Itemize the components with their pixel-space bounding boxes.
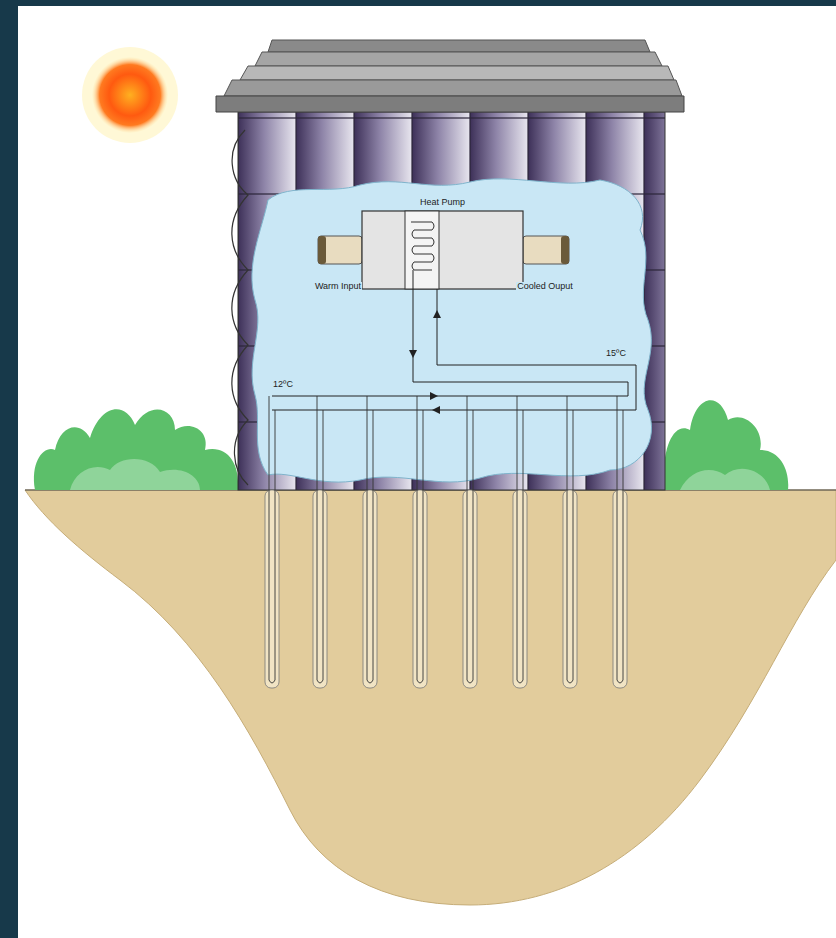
temperature-label: 12ºC bbox=[272, 380, 294, 390]
borehole bbox=[265, 490, 279, 688]
return-pipe bbox=[437, 289, 438, 365]
flow-arrow bbox=[433, 310, 441, 318]
manifold bbox=[272, 396, 628, 397]
flow-arrow bbox=[432, 406, 440, 414]
coil bbox=[411, 222, 434, 270]
ground bbox=[25, 490, 836, 905]
roof bbox=[255, 52, 662, 66]
pipe-end bbox=[561, 236, 569, 264]
pipe-stub bbox=[318, 236, 362, 264]
interior-area bbox=[252, 179, 652, 482]
borehole bbox=[463, 490, 477, 688]
ground-loop bbox=[269, 396, 275, 683]
port-label: Cooled Ouput bbox=[516, 282, 574, 292]
borehole-loops bbox=[265, 396, 628, 688]
roof bbox=[224, 80, 682, 96]
wall-edge bbox=[232, 130, 248, 485]
bush bbox=[70, 459, 200, 490]
borehole bbox=[513, 490, 527, 688]
ground-loop bbox=[517, 396, 523, 683]
flow-arrow bbox=[430, 392, 438, 400]
borehole bbox=[363, 490, 377, 688]
sun bbox=[92, 57, 168, 133]
frame-strip bbox=[0, 0, 836, 6]
manifold bbox=[272, 410, 636, 411]
borehole bbox=[563, 490, 577, 688]
bush bbox=[34, 409, 238, 490]
ground-loop bbox=[467, 396, 473, 683]
house-wall bbox=[238, 112, 665, 490]
port-label: Warm Input bbox=[314, 282, 362, 292]
temperature-label: 15ºC bbox=[605, 349, 627, 359]
heat-exchanger bbox=[405, 211, 439, 289]
ground-loop bbox=[367, 396, 373, 683]
ground-loop bbox=[567, 396, 573, 683]
ground-loop bbox=[417, 396, 423, 683]
frame-strip bbox=[0, 0, 18, 938]
borehole bbox=[413, 490, 427, 688]
sun-glow bbox=[82, 47, 178, 143]
flow-pipe bbox=[413, 270, 628, 396]
bush bbox=[664, 400, 788, 490]
borehole bbox=[613, 490, 627, 688]
ground-loop bbox=[617, 396, 623, 683]
bush bbox=[680, 469, 770, 490]
unit-title: Heat Pump bbox=[362, 196, 523, 208]
flow-arrow bbox=[409, 350, 417, 358]
roof bbox=[240, 66, 674, 80]
heat-pump-box bbox=[362, 211, 523, 289]
pipe-stub bbox=[523, 236, 569, 264]
pipe-end bbox=[318, 236, 326, 264]
ground-loop bbox=[317, 396, 323, 683]
borehole bbox=[313, 490, 327, 688]
roof bbox=[216, 96, 684, 112]
roof bbox=[268, 40, 650, 52]
heat-pump-unit: Heat Pump bbox=[362, 196, 523, 289]
